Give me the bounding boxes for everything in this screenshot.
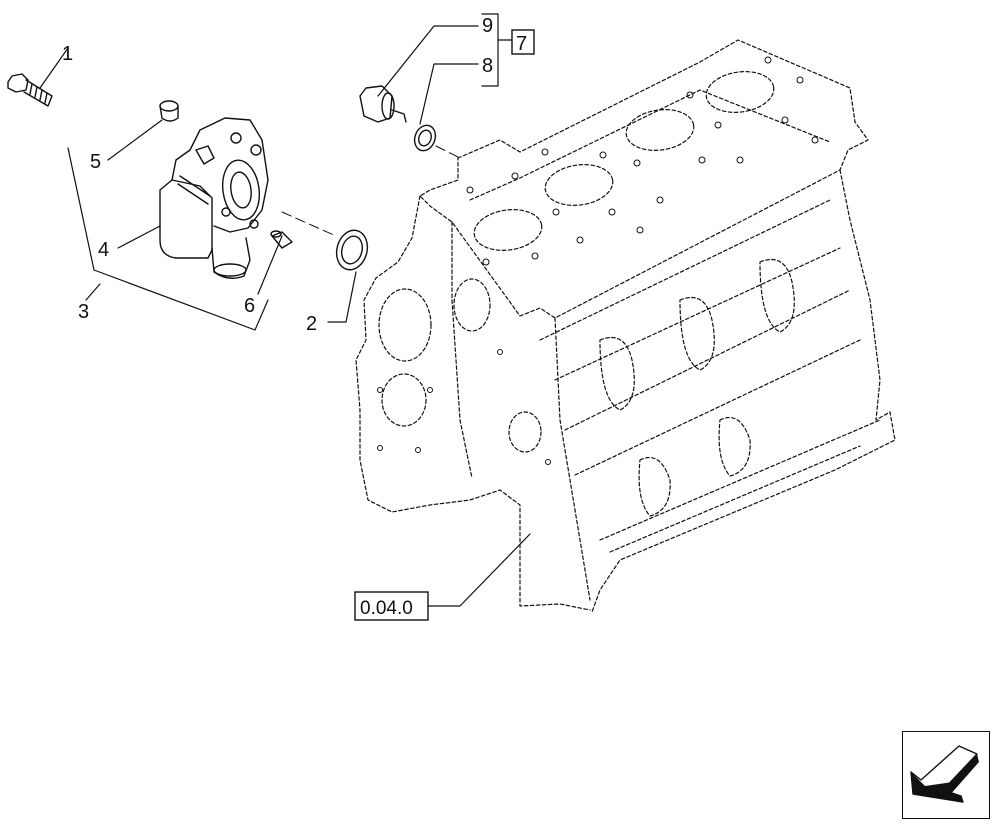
callout-8: 8 <box>482 55 493 77</box>
seal-ring-part <box>335 229 369 271</box>
reference-engine-block[interactable]: 0.04.0 <box>360 598 413 619</box>
washer-part <box>413 124 437 152</box>
callout-4: 4 <box>98 239 109 261</box>
engine-block-bolt-holes <box>377 56 819 465</box>
leader-lines <box>39 13 531 607</box>
callout-5: 5 <box>90 151 101 173</box>
pin-part <box>270 230 293 249</box>
next-page-button[interactable] <box>902 731 990 819</box>
plug-part <box>159 100 179 122</box>
assembly-axis-lines <box>281 145 461 237</box>
callout-1: 1 <box>62 43 73 65</box>
callout-2: 2 <box>306 313 317 335</box>
callout-9: 9 <box>482 15 493 37</box>
engine-block <box>355 39 896 613</box>
fitting-part <box>359 85 407 123</box>
callout-3: 3 <box>78 301 89 323</box>
callout-7-box: 7 <box>511 29 535 55</box>
reference-box[interactable]: 0.04.0 <box>354 591 429 621</box>
callout-6: 6 <box>244 295 255 317</box>
bolt-part <box>7 73 53 107</box>
thermostat-housing-part <box>159 117 269 279</box>
callout-7: 7 <box>516 33 527 55</box>
next-page-arrow-icon <box>910 745 979 803</box>
